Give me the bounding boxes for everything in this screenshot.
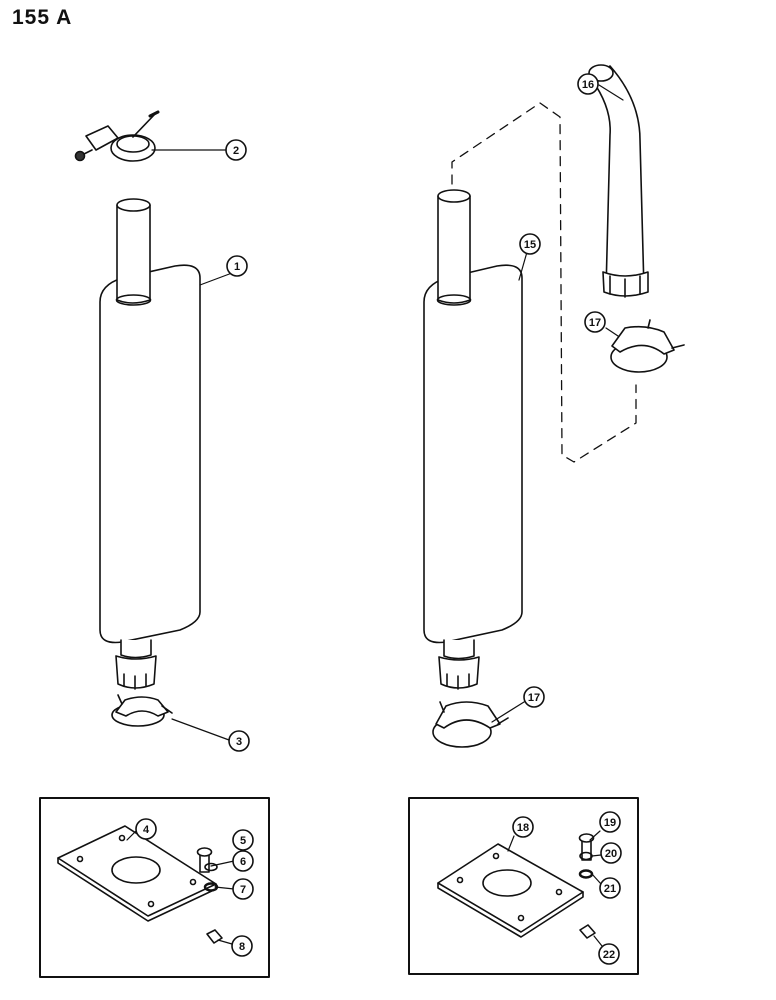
callout-1: 1 <box>226 255 248 277</box>
svg-text:20: 20 <box>605 848 617 860</box>
callout-18: 18 <box>512 816 534 838</box>
svg-text:15: 15 <box>524 239 536 251</box>
callout-15: 15 <box>519 233 541 255</box>
callout-3: 3 <box>228 730 250 752</box>
callout-6: 6 <box>232 850 254 872</box>
routing-dashed-line <box>451 102 637 463</box>
svg-text:16: 16 <box>582 79 594 91</box>
svg-text:21: 21 <box>604 883 616 895</box>
page-number: 155 A <box>12 6 73 29</box>
muffler-left <box>99 198 201 690</box>
svg-text:18: 18 <box>517 822 529 834</box>
clamp-lower-right <box>432 701 509 748</box>
svg-text:3: 3 <box>236 736 242 748</box>
rain-cap <box>74 110 160 162</box>
callout-20: 20 <box>600 842 622 864</box>
svg-text:19: 19 <box>604 817 616 829</box>
callout-17-lower: 17 <box>523 686 545 708</box>
callout-16: 16 <box>577 73 599 95</box>
callout-22: 22 <box>598 943 620 965</box>
leader-lines <box>126 84 624 947</box>
clamp-left <box>111 694 173 727</box>
callout-5: 5 <box>232 829 254 851</box>
callout-2: 2 <box>225 139 247 161</box>
exhaust-elbow <box>588 64 649 298</box>
callout-17-upper: 17 <box>584 311 606 333</box>
svg-text:22: 22 <box>603 949 615 961</box>
svg-text:4: 4 <box>143 824 150 836</box>
svg-text:7: 7 <box>240 884 246 896</box>
svg-text:6: 6 <box>240 856 246 868</box>
clamp-upper-right <box>610 319 685 373</box>
inset-box-right <box>408 797 639 975</box>
callout-4: 4 <box>135 818 157 840</box>
callout-21: 21 <box>599 877 621 899</box>
svg-text:1: 1 <box>234 261 240 273</box>
callout-19: 19 <box>599 811 621 833</box>
svg-text:2: 2 <box>233 145 239 157</box>
callout-8: 8 <box>231 935 253 957</box>
svg-text:17: 17 <box>589 317 601 329</box>
callout-7: 7 <box>232 878 254 900</box>
muffler-right <box>423 189 523 690</box>
svg-text:5: 5 <box>240 835 246 847</box>
svg-text:17: 17 <box>528 692 540 704</box>
svg-text:8: 8 <box>239 941 245 953</box>
